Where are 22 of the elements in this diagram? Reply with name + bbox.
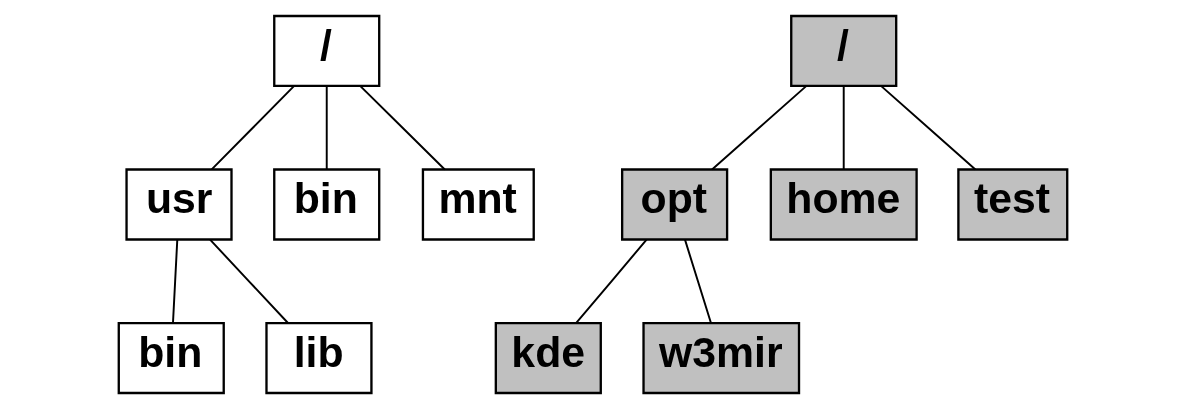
node-box: kde (494, 321, 602, 395)
connector (684, 238, 712, 324)
connector (575, 238, 648, 324)
connector (880, 85, 977, 171)
connector (325, 85, 328, 171)
connector (359, 85, 446, 171)
node-box: bin (273, 168, 381, 241)
connector (210, 85, 295, 171)
node-box: / (273, 14, 381, 88)
node-box: mnt (421, 168, 535, 241)
node-box: test (957, 168, 1069, 241)
connector (842, 85, 845, 171)
node-box: lib (265, 321, 373, 395)
node-box: / (790, 14, 898, 88)
connector (172, 238, 179, 324)
node-box: usr (125, 168, 233, 241)
connector (209, 238, 289, 324)
node-box: home (769, 168, 918, 241)
node-box: opt (621, 168, 729, 241)
connector (711, 85, 808, 171)
node-box: w3mir (642, 321, 801, 395)
node-box: bin (117, 321, 225, 395)
